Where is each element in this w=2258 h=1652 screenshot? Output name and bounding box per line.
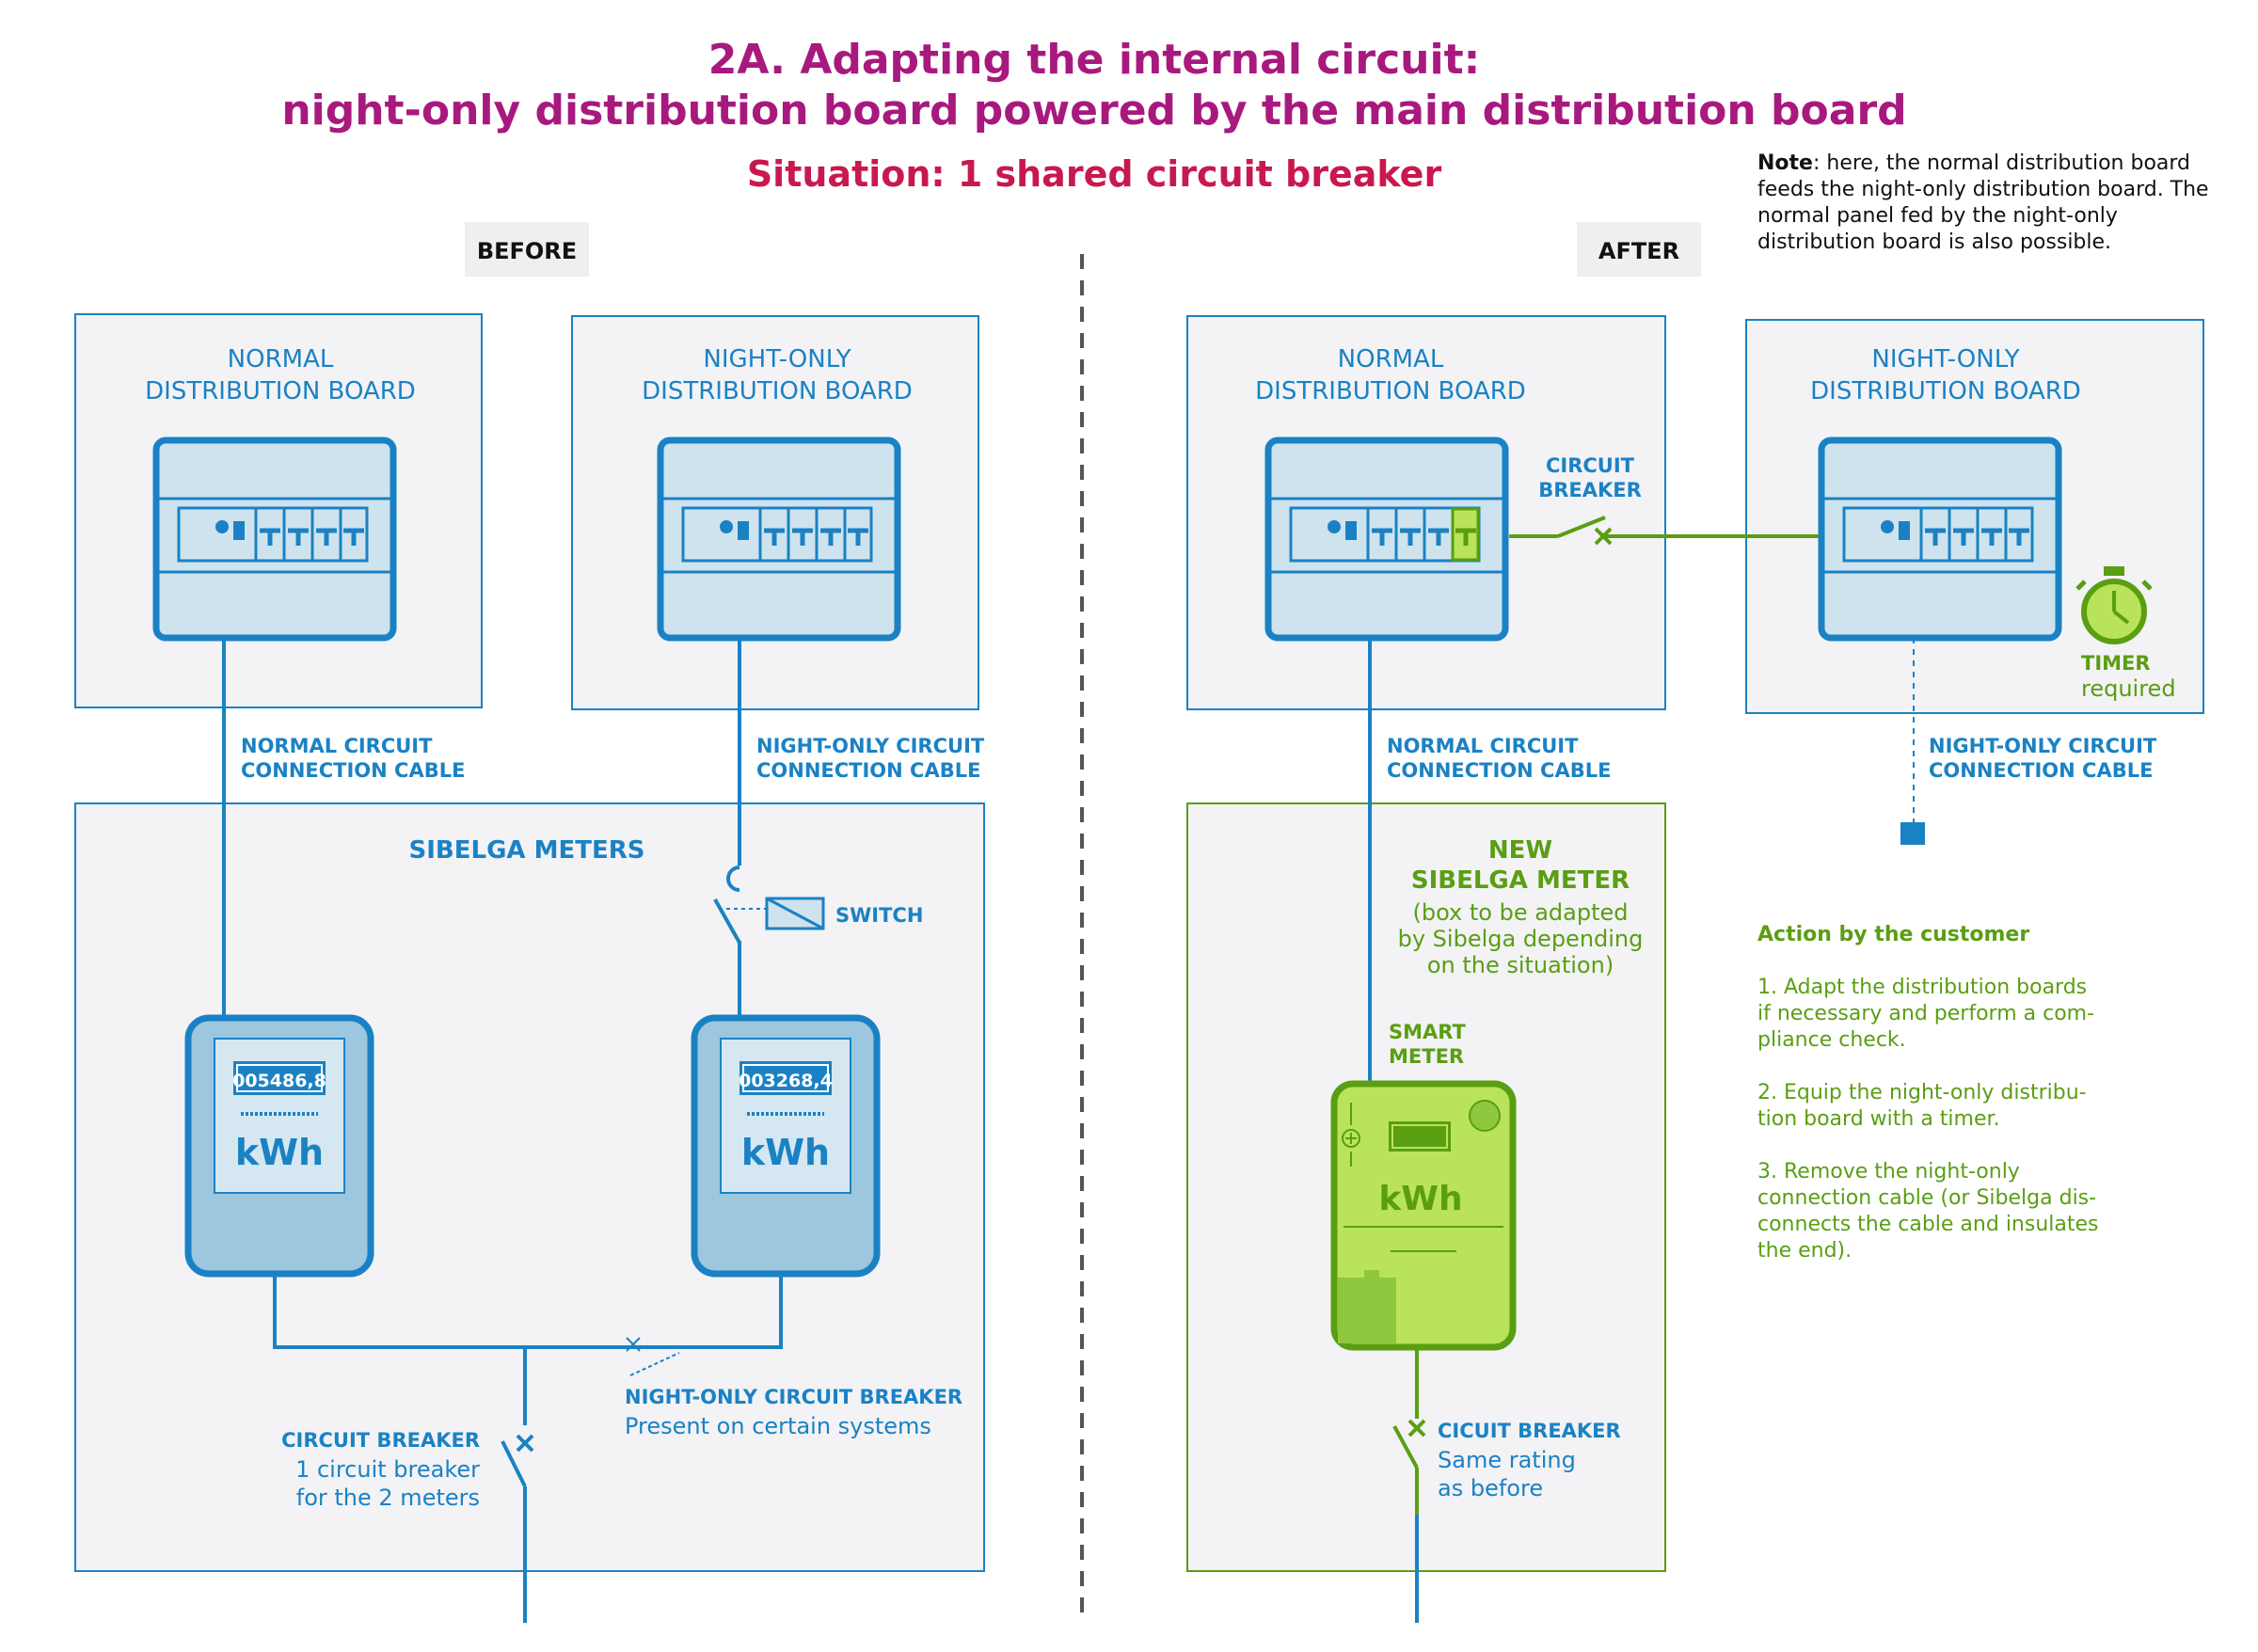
customer-action-list: Action by the customer 1. Adapt the dist… xyxy=(1757,922,2190,1291)
after-normal-cable-label-2: CONNECTION CABLE xyxy=(1387,759,1611,782)
before-night-board-label-2: DISTRIBUTION BOARD xyxy=(642,377,913,405)
after-breaker-line-1: Same rating xyxy=(1438,1447,1576,1473)
after-normal-board-label-2: DISTRIBUTION BOARD xyxy=(1255,377,1526,405)
action-step-2: 2. Equip the night-only distribu- tion b… xyxy=(1757,1081,2087,1131)
before-breaker-title: CIRCUIT BREAKER xyxy=(281,1429,480,1452)
before-night-cable-label-2: CONNECTION CABLE xyxy=(756,759,980,782)
before-normal-distribution-board xyxy=(152,437,397,642)
after-night-cable-label-1: NIGHT-ONLY CIRCUIT xyxy=(1929,735,2157,757)
timer-icon xyxy=(2075,566,2153,644)
new-meter-label-4: by Sibelga depending xyxy=(1398,926,1644,952)
title-line-1: 2A. Adapting the internal circuit: xyxy=(708,36,1480,84)
after-night-board-label-2: DISTRIBUTION BOARD xyxy=(1810,377,2081,405)
meter-2-reading: 003268,4 xyxy=(739,1071,833,1091)
new-meter-label-3: (box to be adapted xyxy=(1412,899,1628,926)
after-circuit-breaker-label-2: BREAKER xyxy=(1538,479,1642,501)
situation-subtitle: Situation: 1 shared circuit breaker xyxy=(747,153,1442,195)
after-circuit-breaker-label-1: CIRCUIT xyxy=(1546,454,1635,477)
insulated-cable-end xyxy=(1900,822,1925,845)
title-line-2: night-only distribution board powered by… xyxy=(281,87,1906,135)
before-meters-title: SIBELGA METERS xyxy=(409,836,645,865)
action-step-1: 1. Adapt the distribution boards if nece… xyxy=(1757,976,2095,1052)
after-night-board-label-1: NIGHT-ONLY xyxy=(1871,345,2019,373)
before-night-cable-label-1: NIGHT-ONLY CIRCUIT xyxy=(756,735,985,757)
after-normal-board-label-1: NORMAL xyxy=(1338,345,1444,373)
before-header: BEFORE xyxy=(477,238,577,264)
night-only-breaker-symbol xyxy=(626,1337,680,1376)
new-meter-label-2: SIBELGA METER xyxy=(1411,866,1630,895)
after-night-distribution-board xyxy=(1818,437,2062,642)
new-meter-label-1: NEW xyxy=(1488,836,1552,865)
night-breaker-title: NIGHT-ONLY CIRCUIT BREAKER xyxy=(625,1386,962,1408)
smart-meter-device xyxy=(1330,1080,1517,1351)
meter-2-unit: kWh xyxy=(741,1132,830,1173)
after-header-box xyxy=(1577,222,1701,277)
after-header: AFTER xyxy=(1598,238,1679,264)
switch-symbol xyxy=(713,866,825,944)
note-label: Note xyxy=(1757,151,1813,175)
note-body: : here, the normal distribution board fe… xyxy=(1757,151,2209,254)
before-normal-cable-label-2: CONNECTION CABLE xyxy=(241,759,465,782)
night-breaker-desc: Present on certain systems xyxy=(625,1413,931,1439)
after-breaker-symbol xyxy=(1392,1419,1426,1469)
before-main-breaker-symbol xyxy=(501,1434,534,1487)
before-night-board-label-1: NIGHT-ONLY xyxy=(703,345,851,373)
timer-title: TIMER xyxy=(2081,652,2151,675)
before-meter-2 xyxy=(691,1014,881,1278)
action-step-3: 3. Remove the night-only connection cabl… xyxy=(1757,1160,2099,1263)
smart-meter-unit: kWh xyxy=(1378,1180,1462,1218)
before-normal-board-label-1: NORMAL xyxy=(228,345,334,373)
before-breaker-line-1: 1 circuit breaker xyxy=(295,1456,480,1483)
before-breaker-line-2: for the 2 meters xyxy=(296,1485,480,1511)
after-normal-distribution-board xyxy=(1264,437,1509,642)
timer-desc: required xyxy=(2081,675,2176,702)
before-night-distribution-board xyxy=(657,437,901,642)
before-wires xyxy=(222,638,783,1623)
after-breaker-line-2: as before xyxy=(1438,1475,1543,1501)
after-wires xyxy=(1368,516,1915,1623)
before-normal-cable-label-1: NORMAL CIRCUIT xyxy=(241,735,433,757)
after-normal-cable-label-1: NORMAL CIRCUIT xyxy=(1387,735,1579,757)
before-meter-1 xyxy=(184,1014,374,1278)
note-text: Note: here, the normal distribution boar… xyxy=(1757,151,2209,256)
new-meter-label-5: on the situation) xyxy=(1427,952,1614,978)
action-title: Action by the customer xyxy=(1757,923,2030,946)
meter-1-unit: kWh xyxy=(235,1132,324,1173)
after-night-cable-label-2: CONNECTION CABLE xyxy=(1929,759,2153,782)
after-breaker-title: CICUIT BREAKER xyxy=(1438,1420,1621,1442)
smart-meter-label-2: METER xyxy=(1389,1045,1464,1068)
smart-meter-label-1: SMART xyxy=(1389,1021,1467,1043)
before-normal-board-label-2: DISTRIBUTION BOARD xyxy=(145,377,416,405)
switch-label: SWITCH xyxy=(835,904,923,927)
before-header-box xyxy=(465,222,589,277)
meter-1-reading: 005486,8 xyxy=(232,1071,326,1091)
